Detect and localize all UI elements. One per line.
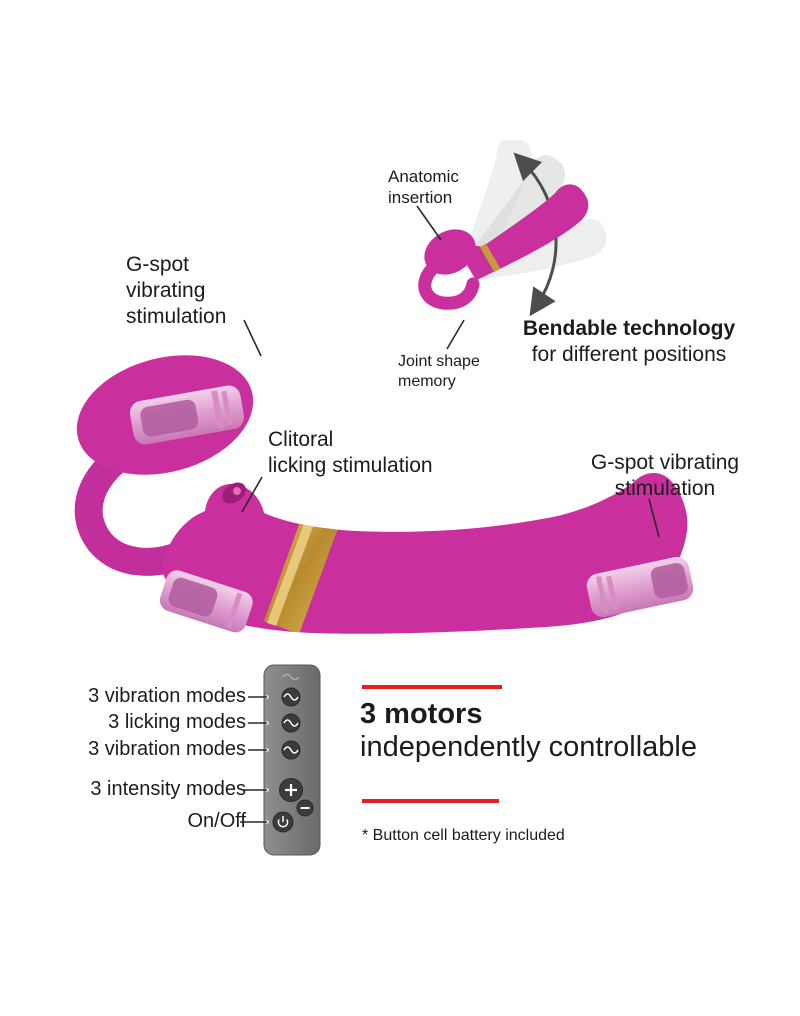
bendable-title: Bendable technology [522, 317, 736, 340]
motors-title: 3 motors [360, 698, 483, 730]
joint-shape-memory-label: Joint shape memory [398, 353, 480, 390]
intensity-minus-button [296, 799, 314, 817]
product-illustration [74, 355, 694, 634]
intensity-plus-button [279, 778, 303, 802]
red-divider-top [362, 685, 502, 689]
bulb-motor [129, 385, 245, 445]
plus-icon [285, 784, 297, 796]
bendable-illustration [418, 140, 607, 317]
anatomic-insertion-label: Anatomic insertion [388, 167, 459, 207]
wave-icon [283, 746, 299, 754]
remote-label-vibration-2: 3 vibration modes [88, 738, 246, 760]
power-icon [277, 816, 289, 828]
battery-note: * Button cell battery included [362, 827, 565, 844]
clitoral-label: Clitoral licking stimulation [268, 428, 433, 477]
bendable-subtitle: for different positions [531, 343, 727, 366]
gspot-left-label: G-spot vibrating stimulation [126, 253, 227, 328]
remote-logo [282, 673, 300, 681]
head-motor [586, 556, 694, 618]
wave-icon [283, 693, 299, 701]
vibration-mode-button [281, 687, 301, 707]
licking-tip [222, 482, 246, 504]
remote-label-onoff: On/Off [187, 810, 246, 832]
remote-label-intensity: 3 intensity modes [90, 778, 246, 800]
product-neck [74, 436, 195, 576]
wave-icon [283, 719, 299, 727]
bendable-technology-block: Bendable technology for different positi… [500, 316, 758, 368]
body-motor [159, 570, 253, 633]
licking-mode-button [281, 713, 301, 733]
motors-subtitle: independently controllable [360, 731, 697, 763]
small-product [418, 184, 589, 310]
remote-control [263, 664, 321, 856]
gspot-right-label: G-spot vibrating stimulation [590, 451, 740, 500]
leader-dots [265, 695, 269, 824]
power-button [272, 811, 294, 833]
vibration-mode-button-2 [281, 740, 301, 760]
remote-label-licking: 3 licking modes [108, 711, 246, 733]
small-gold-band [479, 243, 501, 273]
gold-band [264, 508, 341, 634]
remote-label-vibration-1: 3 vibration modes [88, 685, 246, 707]
red-divider-bottom [362, 799, 499, 803]
